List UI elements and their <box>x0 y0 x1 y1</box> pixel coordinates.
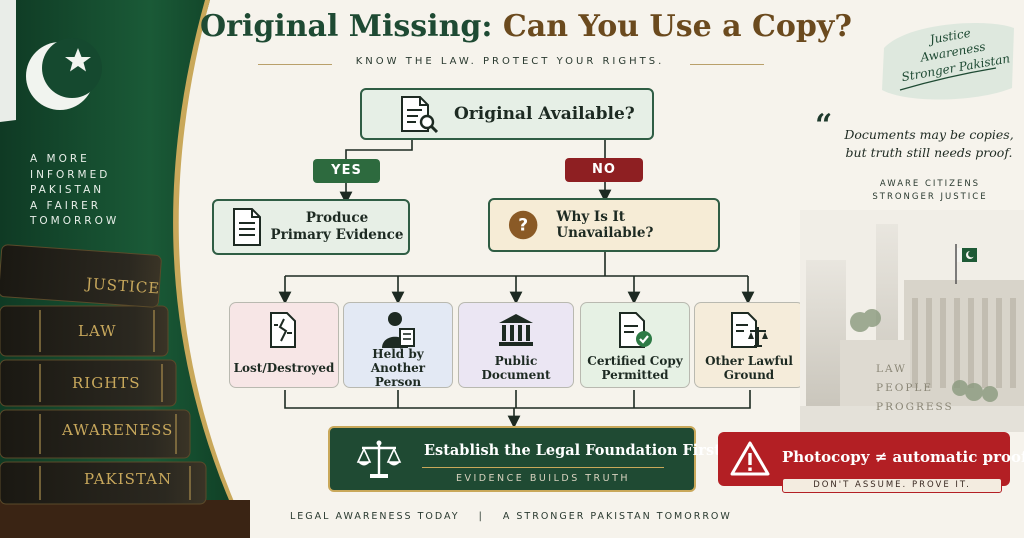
small-pakistan-flag-icon <box>957 248 977 262</box>
quote-text: Documents may be copies, but truth still… <box>838 126 1020 162</box>
court-word: PEOPLE <box>876 382 934 394</box>
flag-panel: A MORE INFORMED PAKISTAN A FAIRER TOMORR… <box>0 0 250 538</box>
no-badge: NO <box>565 158 643 182</box>
original-available-label: Original Available? <box>454 104 635 124</box>
quote-line-2: but truth still needs proof. <box>845 145 1013 160</box>
pakistan-flag-background <box>0 0 250 538</box>
photocopy-warning-title: Photocopy ≠ automatic proof. <box>782 448 1024 466</box>
svg-text:?: ? <box>518 216 528 236</box>
quote-line-1: Documents may be copies, <box>844 127 1014 142</box>
justice-stamp: Justice Awareness Stronger Pakistan <box>878 18 1018 104</box>
slogan-line: A MORE <box>30 153 90 165</box>
star-icon <box>65 48 91 72</box>
slogan-line: PAKISTAN <box>30 184 105 196</box>
scales-of-justice-icon <box>356 440 402 478</box>
supreme-court-building-illustration <box>800 210 1024 432</box>
quote-mark-icon: “ <box>815 108 833 143</box>
certified-document-icon <box>619 312 652 348</box>
torn-document-icon <box>270 312 296 348</box>
photocopy-warning-subtitle: DON'T ASSUME. PROVE IT. <box>782 478 1002 493</box>
slogan-line: TOMORROW <box>30 215 120 227</box>
legal-foundation-subtitle: EVIDENCE BUILDS TRUTH <box>455 473 631 484</box>
government-building-icon <box>499 314 533 346</box>
title-part-1: Original Missing: <box>200 9 493 44</box>
subtitle-rule-left <box>258 64 332 65</box>
slogan-line: A FAIRER <box>30 199 102 212</box>
document-icon <box>233 208 261 246</box>
page-subtitle: KNOW THE LAW. PROTECT YOUR RIGHTS. <box>355 56 665 67</box>
book-label-rights: RIGHTS <box>72 374 141 392</box>
page-title: Original Missing: Can You Use a Copy? <box>200 4 852 50</box>
quote-credit-line-2: STRONGER JUSTICE <box>872 192 988 202</box>
category-label: Certified Copy Permitted <box>587 354 683 382</box>
subtitle-rule-right <box>690 64 764 65</box>
category-label: Public Document <box>481 354 551 382</box>
title-part-2: Can You Use a Copy? <box>502 9 852 44</box>
original-available-box: Original Available? <box>360 88 654 140</box>
document-scales-icon <box>731 312 768 348</box>
category-other-lawful-ground: Other Lawful Ground <box>694 302 804 388</box>
footer-separator: | <box>478 511 484 522</box>
warning-triangle-icon <box>730 441 770 476</box>
question-circle-icon: ? <box>508 210 538 240</box>
category-label: Lost/Destroyed <box>233 361 335 375</box>
book-stack <box>0 244 207 505</box>
slogan-line: INFORMED <box>30 168 111 181</box>
category-label: Held by Another Person <box>370 347 426 389</box>
why-unavailable-label: Why Is It Unavailable? <box>556 209 654 241</box>
court-word: PROGRESS <box>876 401 954 413</box>
book-label-law: LAW <box>78 322 117 340</box>
why-unavailable-box: ? Why Is It Unavailable? <box>488 198 720 252</box>
primary-evidence-label: Produce Primary Evidence <box>266 210 408 244</box>
court-word: LAW <box>876 363 907 375</box>
quote-credit-line-1: AWARE CITIZENS <box>879 179 981 189</box>
left-slogan: A MORE INFORMED PAKISTAN A FAIRER TOMORR… <box>30 152 150 230</box>
legal-foundation-title: Establish the Legal Foundation First. <box>424 442 726 459</box>
legal-foundation-rule <box>422 467 664 468</box>
document-search-icon <box>401 96 439 134</box>
book-label-awareness: AWARENESS <box>62 421 174 439</box>
primary-evidence-box: Produce Primary Evidence <box>212 199 410 255</box>
court-words: LAW PEOPLE PROGRESS <box>876 360 954 417</box>
book-label-pakistan: PAKISTAN <box>84 470 173 488</box>
person-with-document-icon <box>382 312 415 348</box>
stamp-brush-background <box>882 22 1014 100</box>
yes-badge: YES <box>313 159 380 183</box>
primary-evidence-line-1: Produce <box>305 210 369 226</box>
category-lost-destroyed: Lost/Destroyed <box>229 302 339 388</box>
photocopy-warning-box: Photocopy ≠ automatic proof. <box>718 432 1024 486</box>
legal-foundation-box: Establish the Legal Foundation First. EV… <box>328 426 726 492</box>
footer-right: A STRONGER PAKISTAN TOMORROW <box>502 511 732 522</box>
category-public-document: Public Document <box>458 302 574 388</box>
category-held-by-another: Held by Another Person <box>343 302 453 389</box>
primary-evidence-line-2: Primary Evidence <box>270 227 404 243</box>
quote-credit: AWARE CITIZENS STRONGER JUSTICE <box>840 178 1020 204</box>
category-label: Other Lawful Ground <box>705 354 793 382</box>
footer-left: LEGAL AWARENESS TODAY <box>290 511 460 522</box>
footer-tagline: LEGAL AWARENESS TODAY | A STRONGER PAKIS… <box>290 511 770 522</box>
category-certified-copy: Certified Copy Permitted <box>580 302 690 388</box>
